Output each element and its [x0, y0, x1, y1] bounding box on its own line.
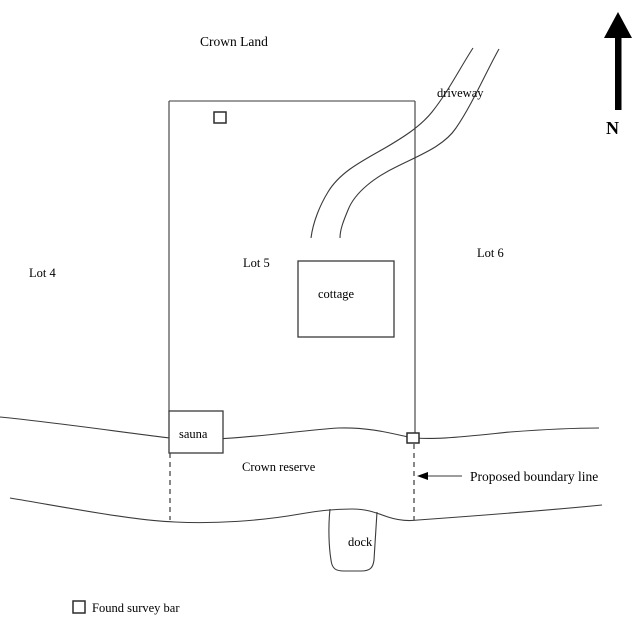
dock-label: dock: [348, 535, 373, 549]
cottage-outline: [297, 260, 395, 338]
north-label: N: [606, 118, 619, 138]
lot5-label: Lot 5: [243, 256, 270, 270]
legend-found-survey-bar-label: Found survey bar: [92, 601, 180, 615]
driveway-path-left: [310, 47, 474, 239]
lot6-label: Lot 6: [477, 246, 504, 260]
crown-land-label: Crown Land: [200, 34, 268, 49]
crown-reserve-label: Crown reserve: [242, 460, 316, 474]
sauna-label: sauna: [179, 427, 208, 441]
dock-outline: [328, 508, 378, 572]
legend-survey-bar-swatch: [72, 600, 86, 614]
driveway-label: driveway: [437, 86, 484, 100]
proposed-boundary-label: Proposed boundary line: [470, 469, 598, 484]
cottage-label: cottage: [318, 287, 355, 301]
shoreline-upper: [0, 416, 600, 440]
north-arrow-shaft: [615, 34, 622, 110]
shoreline-lower: [9, 497, 603, 524]
survey-bar-marker-top: [213, 111, 227, 124]
north-arrow-icon: [604, 12, 632, 38]
driveway-path-right: [339, 48, 500, 239]
sauna-outline: [168, 410, 224, 454]
lot4-label: Lot 4: [29, 266, 56, 280]
survey-bar-marker-shore: [406, 432, 420, 444]
boundary-arrowhead-icon: [417, 472, 428, 480]
